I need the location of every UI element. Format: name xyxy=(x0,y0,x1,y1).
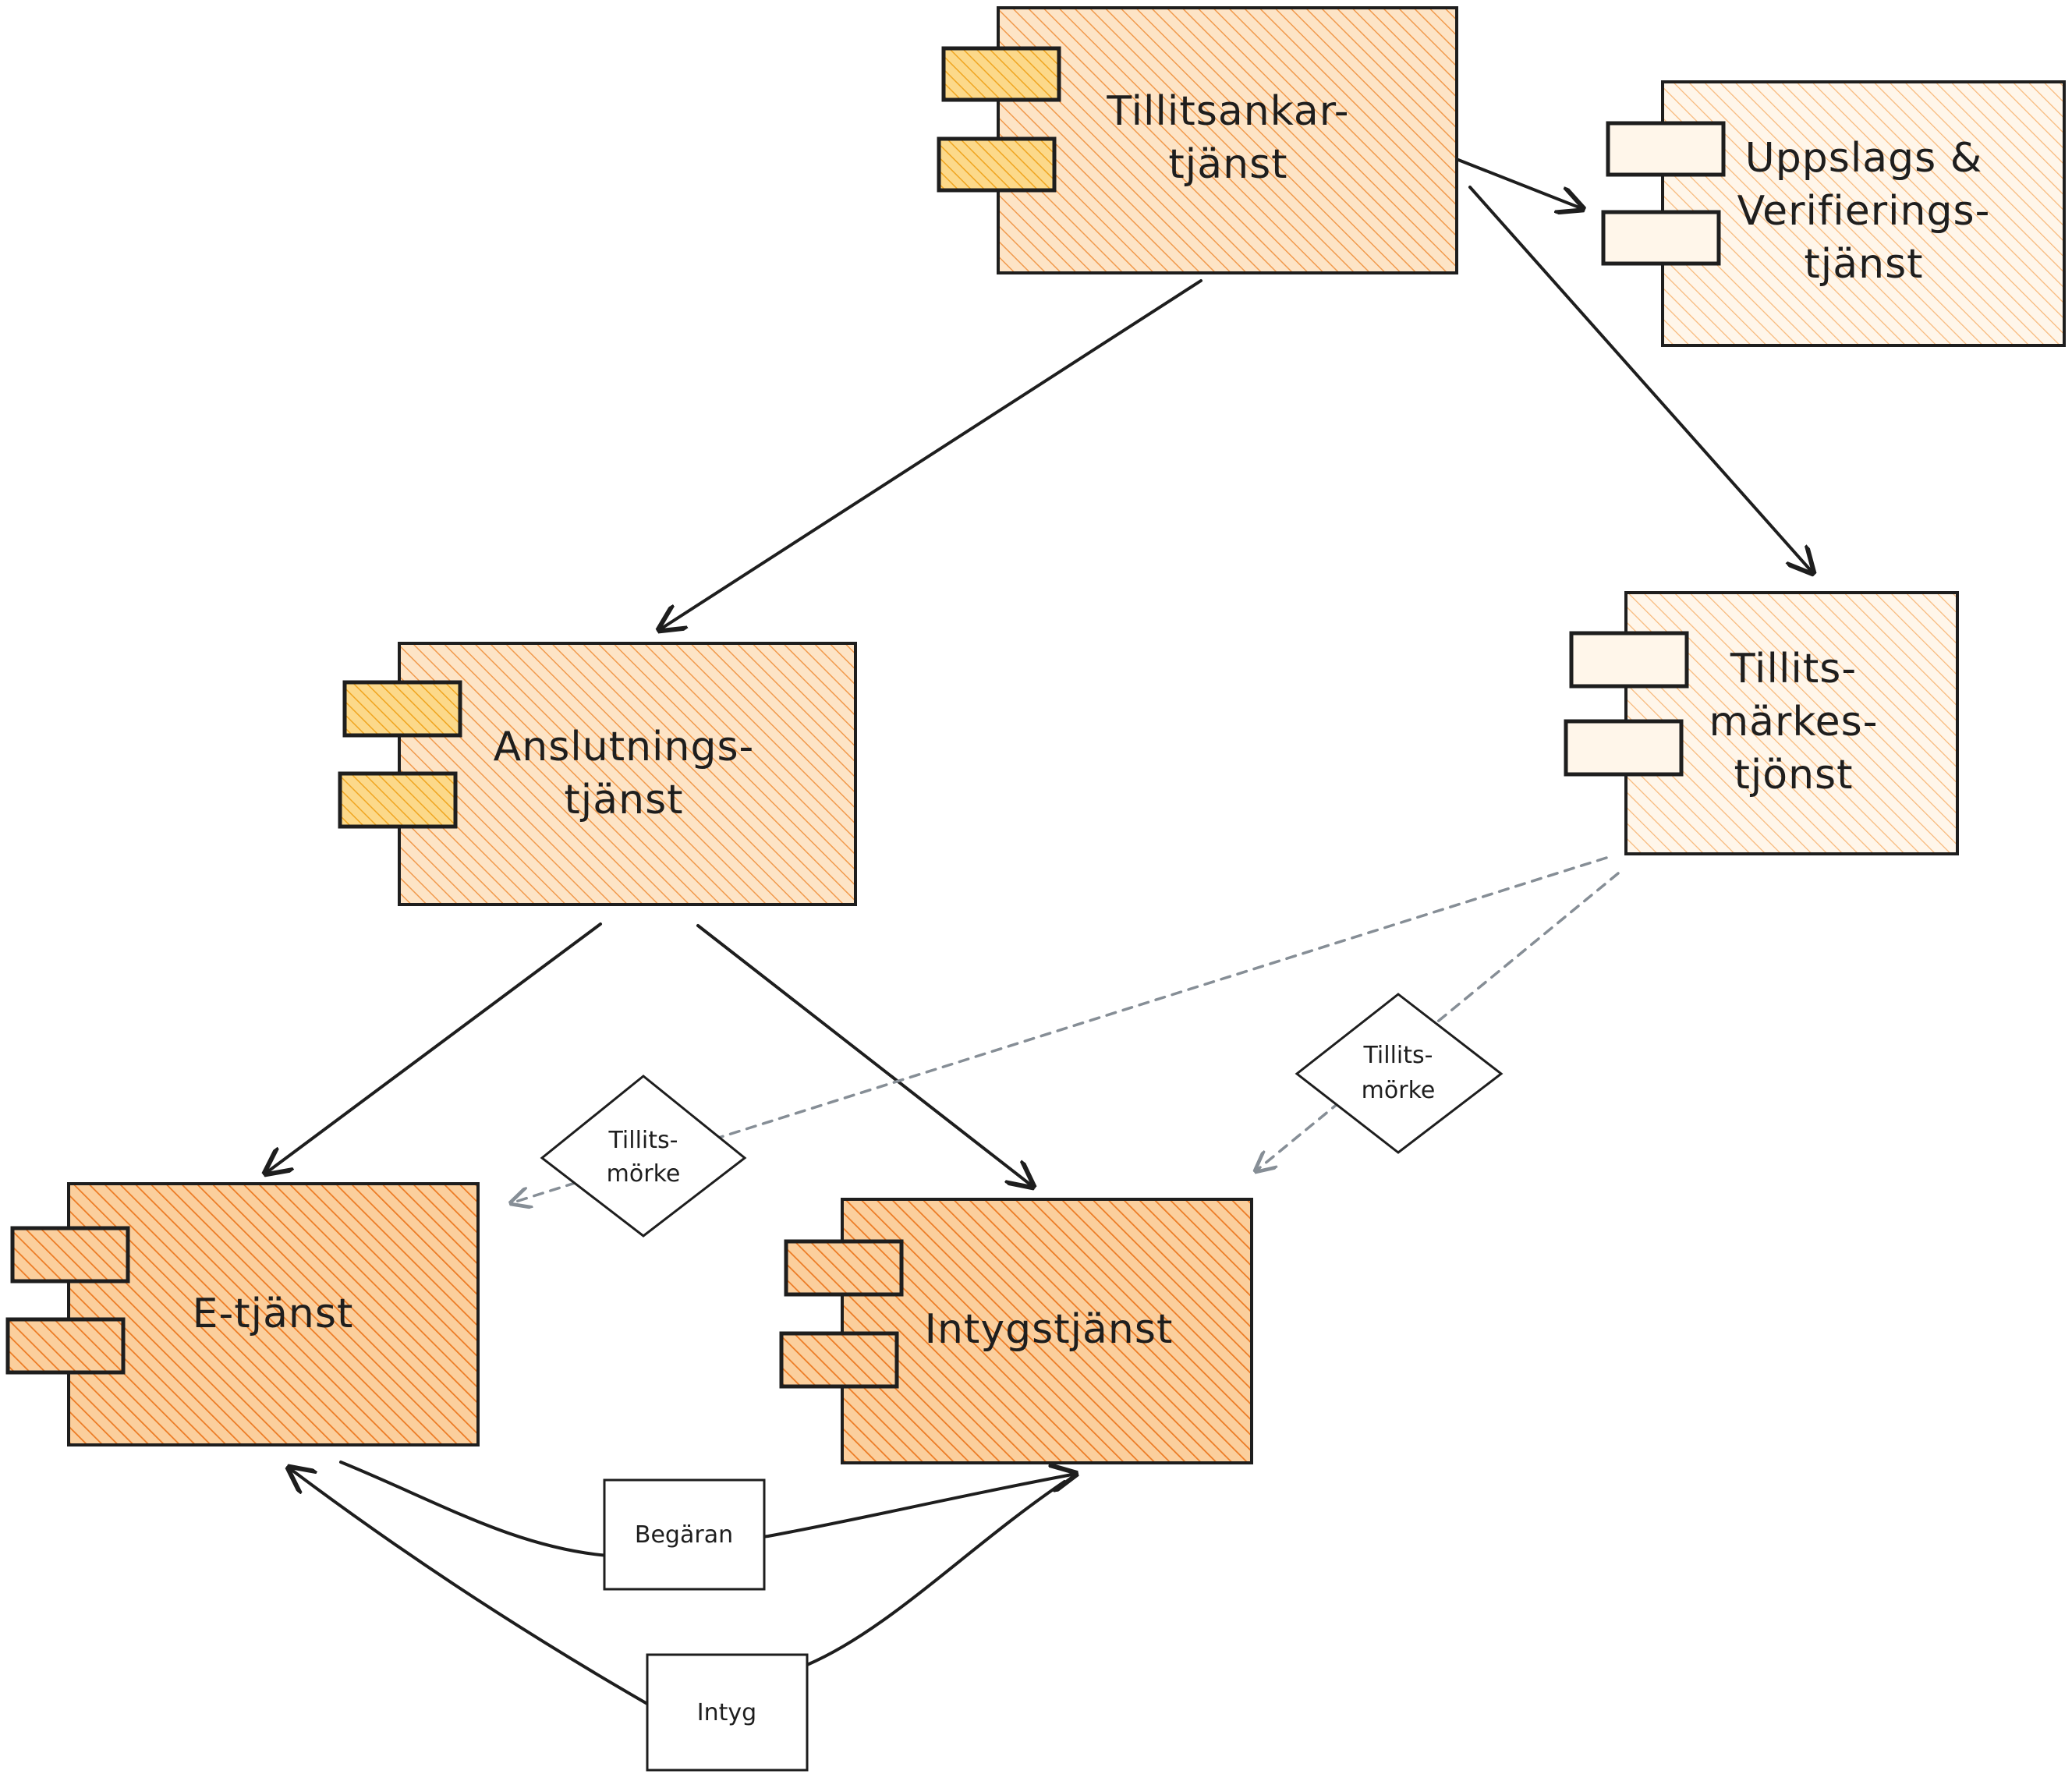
port-icon xyxy=(1606,121,1726,177)
badge-right: Tillits- mörke xyxy=(1295,993,1504,1154)
edge-anchor-to-lookup xyxy=(1457,158,1583,209)
component-mark-line1: Tillits- xyxy=(1730,646,1857,692)
edge-connect-to-eservice xyxy=(265,922,602,1174)
badge-left: Tillits- mörke xyxy=(540,1075,747,1238)
component-mark-line3: tjönst xyxy=(1734,752,1853,798)
port-icon xyxy=(342,680,462,738)
component-eservice-line1: E-tjänst xyxy=(193,1291,354,1337)
port-icon xyxy=(5,1317,126,1375)
port-icon xyxy=(784,1239,904,1297)
component-attest[interactable]: Intygstjänst xyxy=(779,1198,1253,1464)
label-request-text: Begäran xyxy=(635,1521,733,1549)
label-attestation-text: Intyg xyxy=(697,1699,756,1726)
badge-right-line2: mörke xyxy=(1362,1077,1436,1104)
component-lookup-line3: tjänst xyxy=(1804,241,1923,288)
edge-anchor-to-mark xyxy=(1468,186,1813,573)
component-connect-line2: tjänst xyxy=(564,777,683,823)
label-attestation: Intyg xyxy=(646,1653,809,1772)
port-icon xyxy=(1564,719,1684,777)
port-icon xyxy=(10,1226,130,1284)
port-icon xyxy=(1569,631,1689,689)
edge-eservice-to-attest-request xyxy=(339,1461,1076,1558)
component-connect[interactable]: Anslutnings- tjänst xyxy=(338,642,857,906)
port-icon xyxy=(779,1331,899,1389)
component-mark[interactable]: Tillits- märkes- tjönst xyxy=(1564,591,1959,855)
port-icon xyxy=(1601,210,1721,266)
port-icon xyxy=(937,136,1057,193)
badge-left-line1: Tillits- xyxy=(608,1127,678,1154)
component-eservice[interactable]: E-tjänst xyxy=(5,1182,480,1446)
component-anchor-line1: Tillitsankar- xyxy=(1106,88,1349,135)
label-request: Begäran xyxy=(603,1478,766,1591)
edge-mark-to-eservice-dashed xyxy=(511,856,1608,1203)
port-icon xyxy=(338,771,458,829)
component-mark-line2: märkes- xyxy=(1709,699,1878,745)
component-connect-line1: Anslutnings- xyxy=(494,724,755,770)
badge-right-line1: Tillits- xyxy=(1363,1042,1433,1069)
badge-left-line2: mörke xyxy=(607,1160,681,1188)
component-lookup-line2: Verifierings- xyxy=(1737,188,1991,235)
edge-mark-to-attest-dashed xyxy=(1256,872,1620,1171)
edge-anchor-to-connect xyxy=(659,279,1202,630)
port-icon xyxy=(941,46,1061,102)
component-anchor[interactable]: Tillitsankar- tjänst xyxy=(937,6,1458,274)
component-attest-line1: Intygstjänst xyxy=(925,1306,1174,1353)
component-lookup[interactable]: Uppslags & Verifierings- tjänst xyxy=(1601,80,2066,347)
component-lookup-line1: Uppslags & xyxy=(1745,135,1983,182)
component-anchor-line2: tjänst xyxy=(1168,141,1287,188)
edge-connect-to-attest xyxy=(696,924,1033,1187)
